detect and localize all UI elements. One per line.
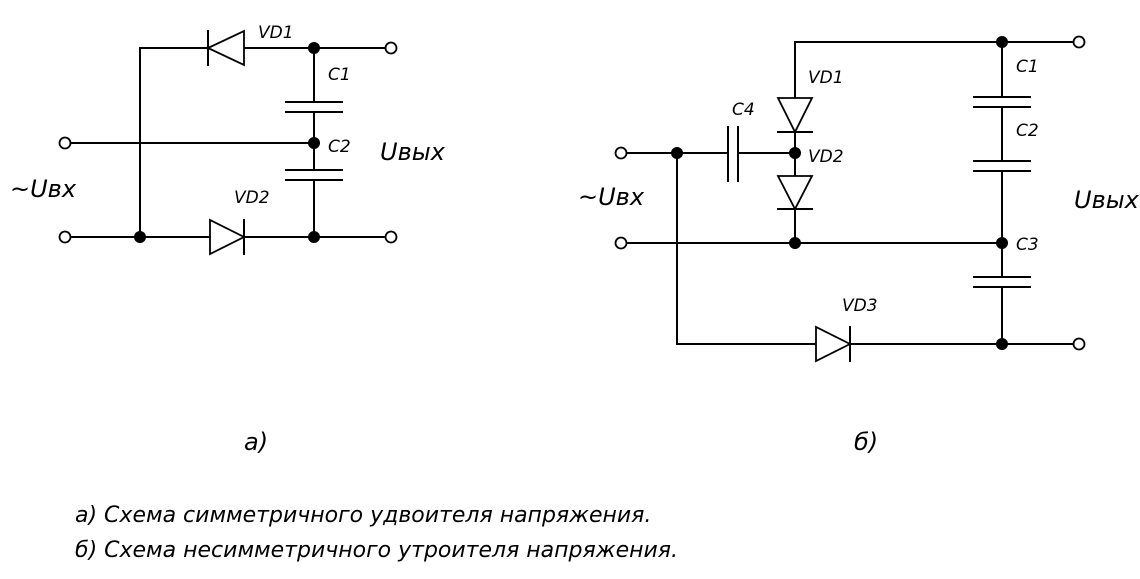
caption-a: а) bbox=[244, 428, 268, 456]
diagram-b: VD1 VD2 VD3 C4 C1 C2 C3 ~Uвх Uвых б) bbox=[578, 35, 1140, 456]
label-vd2-b: VD2 bbox=[808, 147, 844, 167]
label-c2-b: C2 bbox=[1016, 121, 1039, 141]
diagram-b-terminals bbox=[614, 35, 1086, 351]
label-vd1-b: VD1 bbox=[808, 68, 844, 88]
diode-vd2-b bbox=[776, 175, 814, 211]
legend-line-a: а) Схема симметричного удвоителя напряже… bbox=[75, 503, 651, 528]
label-vd3: VD3 bbox=[842, 296, 878, 316]
diagram-b-junctions bbox=[671, 36, 1008, 350]
label-c2: C2 bbox=[328, 137, 351, 157]
diode-vd3 bbox=[815, 325, 853, 363]
label-uout-b: Uвых bbox=[1074, 186, 1140, 214]
capacitor-c1-b bbox=[973, 96, 1031, 108]
diagram-a-junctions bbox=[134, 42, 320, 243]
capacitor-c2-b bbox=[973, 160, 1031, 172]
label-c3: C3 bbox=[1016, 235, 1039, 255]
label-vd1: VD1 bbox=[258, 23, 294, 43]
label-uout: Uвых bbox=[380, 138, 446, 166]
capacitor-c1 bbox=[285, 101, 343, 113]
diagram-a: VD1 C1 C2 VD2 ~Uвх Uвых а) bbox=[10, 23, 446, 456]
diagram-a-terminals bbox=[58, 41, 398, 244]
capacitor-c2 bbox=[285, 169, 343, 181]
label-c4: C4 bbox=[732, 100, 755, 120]
capacitor-c3 bbox=[973, 276, 1031, 288]
diode-vd1 bbox=[205, 29, 245, 67]
label-vd2: VD2 bbox=[234, 188, 270, 208]
diode-vd2 bbox=[209, 218, 247, 256]
diagram-b-wires bbox=[626, 41, 1074, 345]
caption-b: б) bbox=[854, 428, 878, 456]
diode-vd1-b bbox=[776, 97, 814, 135]
label-uin: ~Uвх bbox=[10, 175, 77, 203]
legend-line-b: б) Схема несимметричного утроителя напря… bbox=[75, 538, 678, 563]
label-c1-b: C1 bbox=[1016, 57, 1039, 77]
capacitor-c4 bbox=[727, 126, 739, 182]
label-uin-b: ~Uвх bbox=[578, 183, 645, 211]
legend: а) Схема симметричного удвоителя напряже… bbox=[75, 503, 678, 563]
label-c1: C1 bbox=[328, 65, 351, 85]
